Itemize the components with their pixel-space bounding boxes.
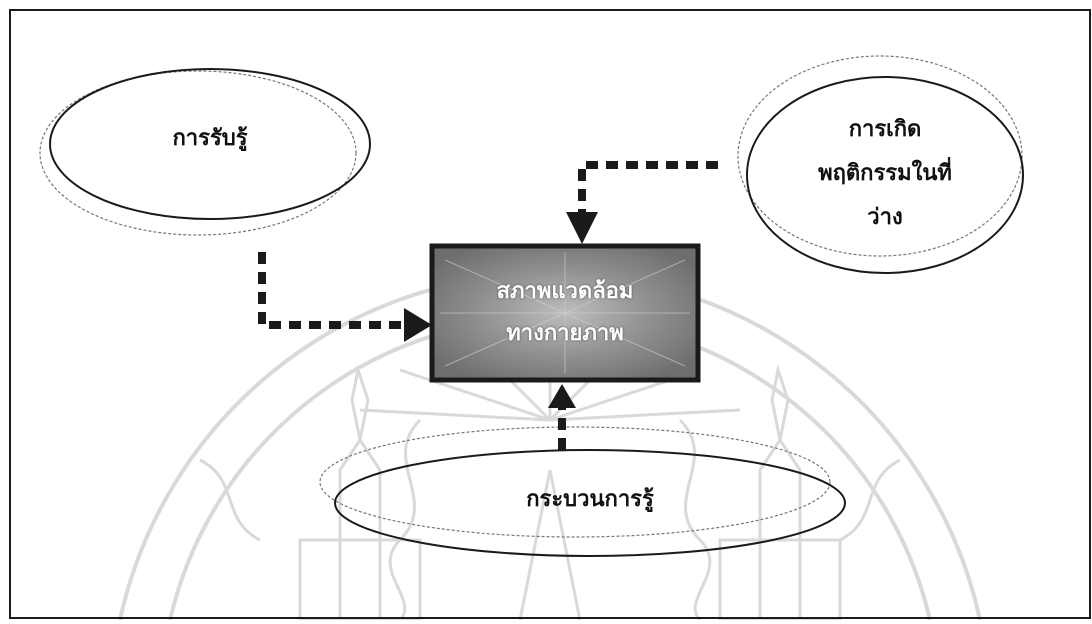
node-perception-shape [39,68,371,236]
spatial-behavior-line-3: ว่าง [867,205,903,230]
node-physical-environment-label: สภาพแวดล้อม ทางกายภาพ [432,246,698,380]
node-perception-label: การรับรู้ [90,117,330,161]
edge-behavior-to-environment [578,161,718,220]
node-cognition-shape [319,426,846,557]
node-spatial-behavior-label: การเกิด พฤติกรรมในที่ ว่าง [760,108,1010,240]
spatial-behavior-line-2: พฤติกรรมในที่ [818,161,952,186]
arrowhead-behavior [566,212,598,244]
arrowhead-cognition [548,384,576,408]
node-physical-environment-shape [429,243,701,383]
diagram-frame [9,9,1091,619]
edge-perception-to-environment [258,252,410,329]
perception-text: การรับรู้ [172,126,248,151]
spatial-behavior-line-1: การเกิด [848,117,922,142]
physical-environment-line-1: สภาพแวดล้อม [496,279,634,304]
node-cognition-label: กระบวนการรู้ [460,478,720,522]
cognition-text: กระบวนการรู้ [526,487,654,512]
physical-environment-line-2: ทางกายภาพ [506,321,624,346]
node-spatial-behavior-shape [737,55,1024,274]
arrowhead-perception [404,308,432,342]
